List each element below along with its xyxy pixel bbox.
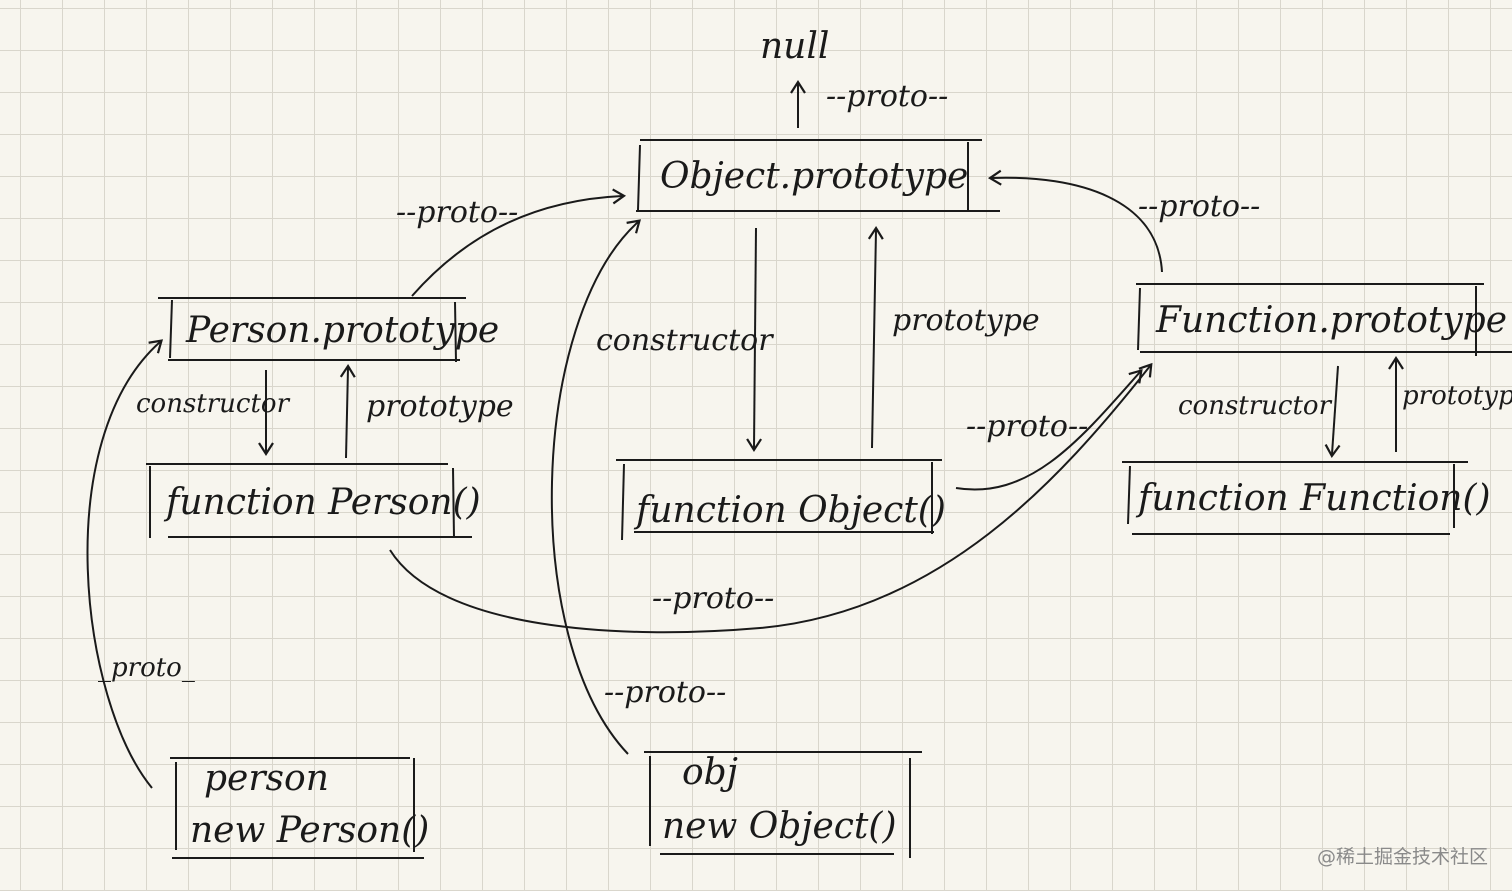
watermark: @稀土掘金技术社区 [1316, 846, 1488, 868]
edge-personproto-to-objproto [411, 188, 627, 297]
function-person-text: function Person() [163, 482, 481, 523]
node-function-object: function Object() [616, 459, 946, 541]
person-instance-line1: person [204, 758, 329, 799]
node-object-prototype: Object.prototype [636, 139, 1000, 212]
edge-person-to-personproto [86, 339, 164, 789]
label-prototype-person: prototype [366, 389, 514, 424]
label-proto-funcobj: --proto-- [966, 409, 1088, 444]
label-proto-obj: --proto-- [604, 675, 726, 710]
node-obj-instance: obj new Object() [644, 751, 922, 858]
obj-instance-line1: obj [682, 752, 738, 793]
node-function-person: function Person() [146, 463, 481, 539]
person-instance-line2: new Person() [190, 810, 429, 851]
edge-obj-to-objproto [550, 219, 641, 755]
edge-funcproto-constructor [1324, 365, 1341, 459]
label-constructor-person: constructor [136, 389, 291, 419]
function-object-text: function Object() [633, 490, 946, 531]
edge-funcperson-prototype [339, 363, 356, 459]
label-proto-funcperson: --proto-- [652, 581, 774, 616]
label-constructor-object: constructor [596, 323, 774, 358]
edge-funcobj-to-funcproto [955, 368, 1143, 491]
person-prototype-text: Person.prototype [185, 310, 499, 351]
node-person-prototype: Person.prototype [158, 297, 499, 363]
node-person-instance: person new Person() [170, 757, 429, 859]
label-proto-funcproto: --proto-- [1138, 189, 1260, 224]
edge-funcperson-to-funcproto [389, 362, 1153, 634]
object-prototype-text: Object.prototype [660, 156, 968, 197]
label-constructor-function: constructor [1178, 391, 1333, 421]
obj-instance-line2: new Object() [662, 806, 897, 847]
function-function-text: function Function() [1135, 478, 1491, 519]
label-proto-null: --proto-- [826, 79, 948, 114]
function-prototype-text: Function.prototype [1155, 300, 1507, 341]
null-text: null [760, 26, 829, 67]
label-prototype-object: prototype [892, 303, 1040, 338]
edge-objproto-constructor [746, 227, 763, 453]
node-function-function: function Function() [1122, 461, 1491, 535]
edge-funcproto-to-objproto [987, 169, 1163, 273]
label-prototype-function: prototype [1402, 381, 1512, 411]
node-function-prototype: Function.prototype [1136, 283, 1512, 356]
label-proto-personproto: --proto-- [396, 195, 518, 230]
edge-funcobj-prototype [867, 225, 884, 449]
label-proto-person: _proto_ [98, 653, 195, 683]
